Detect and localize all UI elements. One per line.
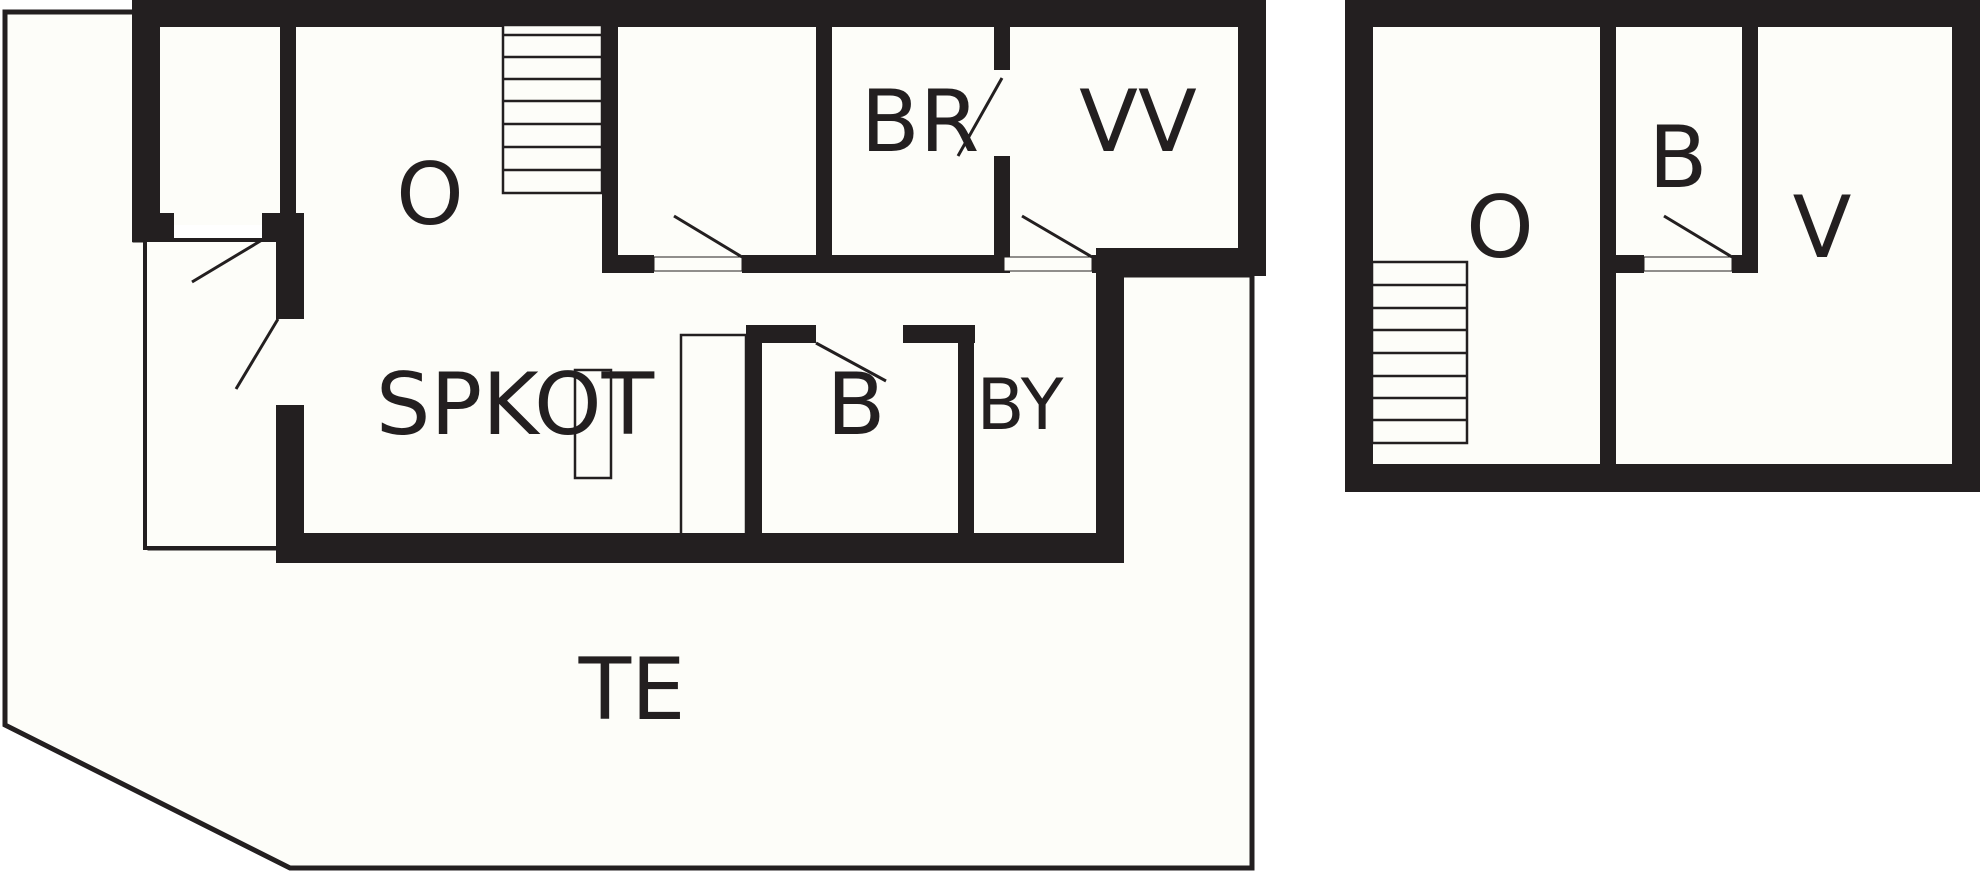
label-upper-vardagsrum: V: [1793, 178, 1852, 278]
opening-terrace-door: [276, 319, 304, 405]
upper-opening-door: [1643, 256, 1733, 272]
label-kok: SPKOT: [376, 355, 655, 455]
upper-floor-walls: [1345, 0, 1980, 492]
stove-symbol: [573, 368, 613, 480]
cabinet-symbol: [679, 333, 748, 537]
label-badrum: B: [827, 355, 886, 455]
label-vardagsrum: VV: [1079, 72, 1197, 172]
upper-floor-area: [1372, 25, 1954, 465]
ground-floor-staircase: [501, 23, 604, 195]
label-terrass: TE: [578, 640, 686, 740]
opening-bedroom-door: [653, 256, 743, 272]
ground-floor: O BR VV SPKOT B BY TE: [2, 0, 1266, 871]
label-upper-allrum: O: [1466, 178, 1534, 278]
ground-floor-door-swings: [191, 77, 1093, 390]
upper-door-swing: [1663, 214, 1733, 259]
upper-floor: O B V: [1345, 0, 1980, 492]
opening-bedroom-window: [996, 70, 1008, 156]
entrance-room: [143, 238, 287, 550]
upper-floor-staircase: [1370, 260, 1469, 445]
main-house-floor: [150, 25, 1250, 548]
ground-floor-walls: [132, 0, 1266, 563]
label-upper-badrum: B: [1649, 108, 1708, 208]
label-sovrum: BR: [861, 72, 980, 172]
label-forrad: BY: [977, 364, 1064, 446]
label-allrum: O: [396, 145, 464, 245]
opening-living-door: [1003, 256, 1093, 272]
